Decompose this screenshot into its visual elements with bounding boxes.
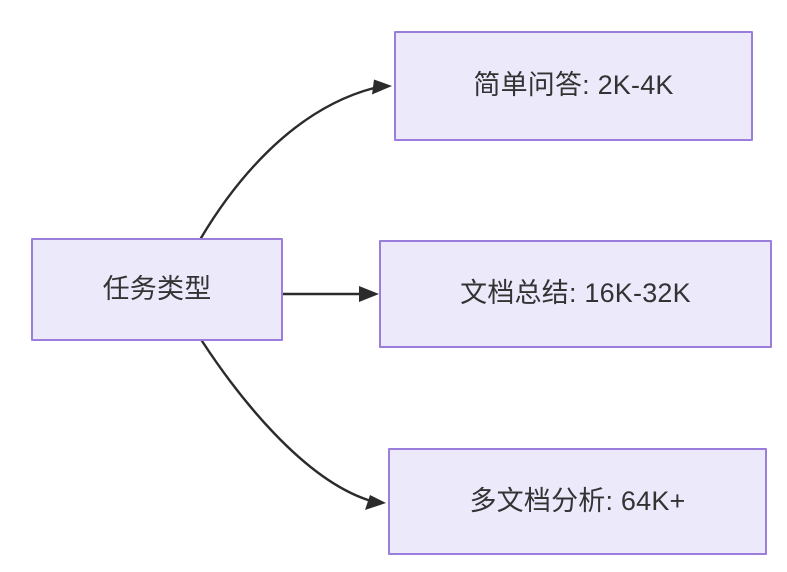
edge-task-type-to-doc-summary xyxy=(281,286,379,302)
node-multi-doc-analysis[interactable]: 多文档分析: 64K+ xyxy=(388,448,767,555)
node-multi-doc-analysis-label: 多文档分析: 64K+ xyxy=(469,485,686,516)
node-task-type-label: 任务类型 xyxy=(102,273,212,304)
arrowhead-doc-summary xyxy=(359,286,379,302)
node-task-type[interactable]: 任务类型 xyxy=(31,238,283,341)
node-simple-qa-label: 简单问答: 2K-4K xyxy=(473,70,674,101)
edge-task-type-to-multi-doc-analysis xyxy=(200,339,386,510)
arrowhead-simple-qa xyxy=(372,79,392,95)
node-simple-qa[interactable]: 简单问答: 2K-4K xyxy=(394,31,753,141)
node-doc-summary[interactable]: 文档总结: 16K-32K xyxy=(379,240,772,348)
node-doc-summary-label: 文档总结: 16K-32K xyxy=(460,278,691,309)
edge-path-curved-down xyxy=(200,339,370,502)
edge-path-curved-up xyxy=(199,86,376,240)
arrowhead-multi-doc-analysis xyxy=(365,495,386,510)
edge-task-type-to-simple-qa xyxy=(199,79,392,240)
